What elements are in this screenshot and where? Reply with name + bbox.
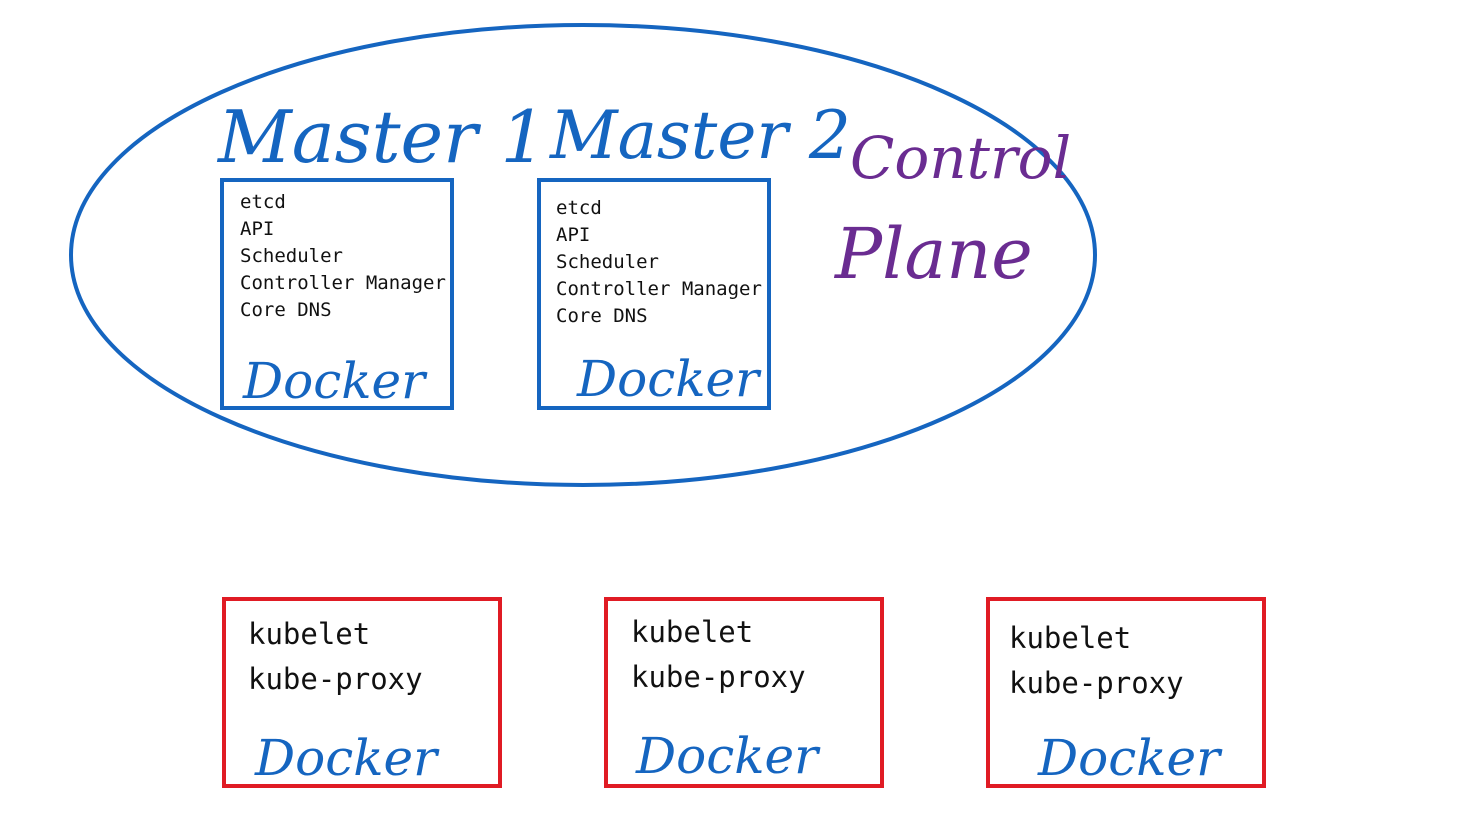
master-2-box bbox=[537, 178, 771, 410]
worker-1-component: kubelet bbox=[248, 617, 370, 651]
worker-2-component: kube-proxy bbox=[631, 660, 806, 694]
master-node-1: Master 1 etcd API Scheduler Controller M… bbox=[216, 95, 546, 410]
master-1-component: Scheduler bbox=[240, 245, 343, 267]
worker-2-box bbox=[604, 597, 884, 788]
worker-node-2: kubelet kube-proxy Docker bbox=[604, 597, 884, 788]
worker-node-1: kubelet kube-proxy Docker bbox=[222, 597, 502, 788]
master-1-component: Controller Manager bbox=[240, 272, 446, 294]
master-2-title: Master 2 bbox=[549, 97, 851, 174]
master-1-component: API bbox=[240, 218, 274, 240]
master-1-title: Master 1 bbox=[216, 95, 546, 179]
worker-3-runtime: Docker bbox=[1037, 729, 1223, 787]
master-2-component: Controller Manager bbox=[556, 278, 762, 300]
worker-1-component: kube-proxy bbox=[248, 662, 423, 696]
master-1-runtime: Docker bbox=[242, 352, 428, 410]
master-2-component: Scheduler bbox=[556, 251, 659, 273]
worker-2-runtime: Docker bbox=[635, 727, 821, 785]
worker-3-component: kube-proxy bbox=[1009, 666, 1184, 700]
worker-node-3: kubelet kube-proxy Docker bbox=[986, 597, 1266, 788]
worker-1-runtime: Docker bbox=[254, 729, 440, 787]
control-plane-label-line2: Plane bbox=[833, 213, 1033, 295]
master-1-component: Core DNS bbox=[240, 299, 332, 321]
control-plane-ellipse bbox=[69, 23, 1097, 487]
worker-1-box bbox=[222, 597, 502, 788]
master-2-component: etcd bbox=[556, 197, 602, 219]
master-1-component: etcd bbox=[240, 191, 286, 213]
master-2-runtime: Docker bbox=[576, 350, 762, 408]
master-2-component: Core DNS bbox=[556, 305, 648, 327]
worker-2-component: kubelet bbox=[631, 615, 753, 649]
control-plane-label-line1: Control bbox=[850, 124, 1071, 192]
master-2-component: API bbox=[556, 224, 590, 246]
master-node-2: Master 2 etcd API Scheduler Controller M… bbox=[537, 97, 851, 410]
worker-3-component: kubelet bbox=[1009, 621, 1131, 655]
worker-3-box bbox=[986, 597, 1266, 788]
master-1-box bbox=[220, 178, 454, 410]
